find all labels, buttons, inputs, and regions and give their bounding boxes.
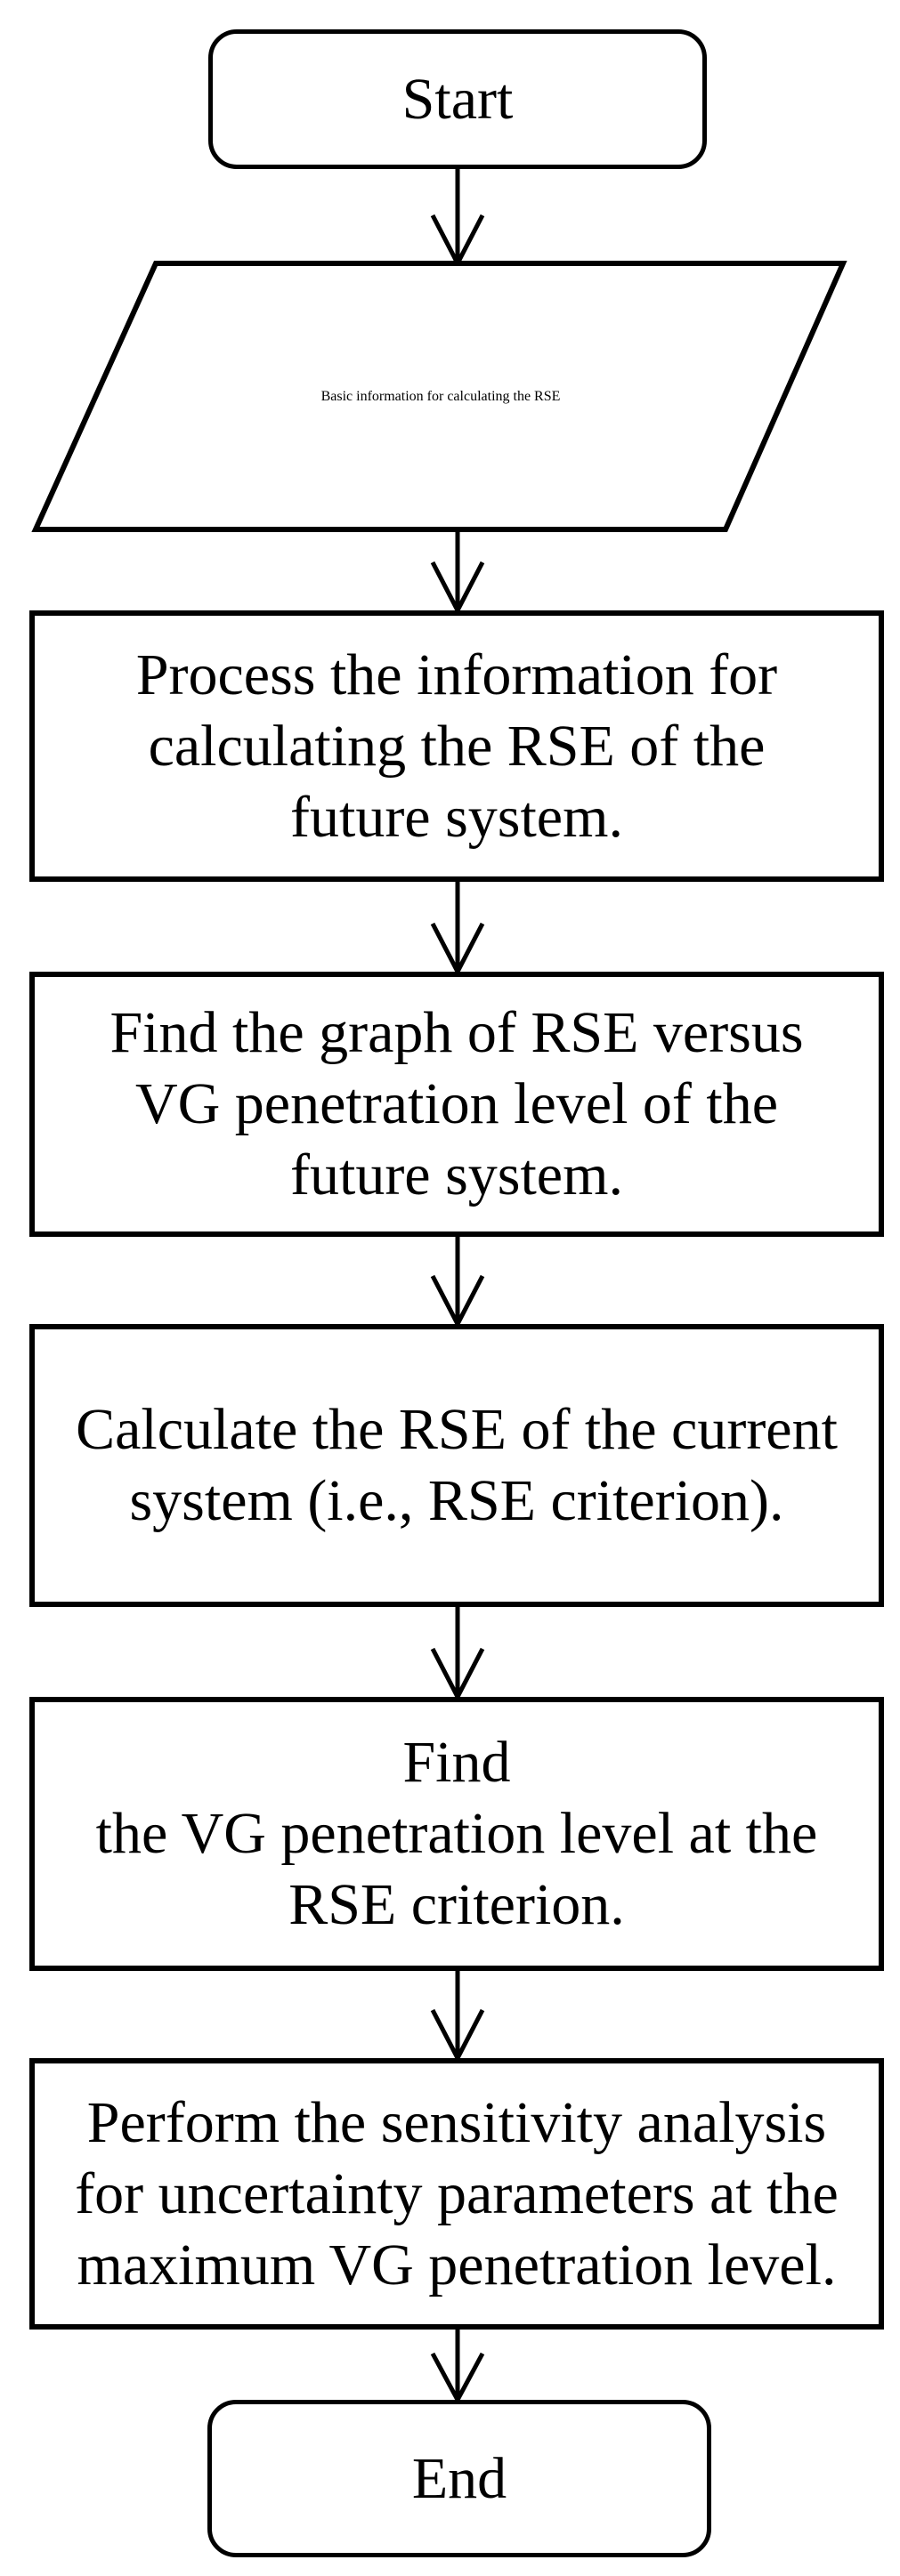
arrow-down-icon	[430, 1605, 485, 1700]
flowchart-node-process-1: Process the information for calculating …	[29, 610, 884, 882]
flowchart-node-process-4: Find the VG penetration level at the RSE…	[29, 1697, 884, 1971]
process-1-label: Process the information for calculating …	[135, 642, 778, 850]
arrow-down-icon	[430, 1235, 485, 1327]
process-4-label: Find the VG penetration level at the RSE…	[95, 1730, 818, 1937]
process-3-label: Calculate the RSE of the current system …	[76, 1397, 838, 1533]
input-label: Basic information for calculating the RS…	[320, 389, 561, 404]
arrow-down-icon	[430, 167, 485, 266]
arrow-down-icon	[430, 528, 485, 613]
flowchart-node-input: Basic information for calculating the RS…	[27, 258, 855, 536]
flowchart-node-start: Start	[208, 29, 707, 169]
parallelogram-shape	[31, 261, 847, 532]
arrow-down-icon	[430, 2328, 485, 2402]
process-5-label: Perform the sensitivity analysis for unc…	[75, 2089, 839, 2297]
arrow-down-icon	[430, 1969, 485, 2061]
process-2-label: Find the graph of RSE versus VG penetrat…	[109, 1000, 804, 1207]
flowchart-node-process-5: Perform the sensitivity analysis for unc…	[29, 2058, 884, 2330]
flowchart-node-process-3: Calculate the RSE of the current system …	[29, 1324, 884, 1607]
flowchart-node-process-2: Find the graph of RSE versus VG penetrat…	[29, 972, 884, 1237]
arrow-down-icon	[430, 880, 485, 974]
start-label: Start	[401, 66, 514, 132]
flowchart-node-end: End	[207, 2400, 711, 2557]
end-label: End	[411, 2445, 507, 2511]
